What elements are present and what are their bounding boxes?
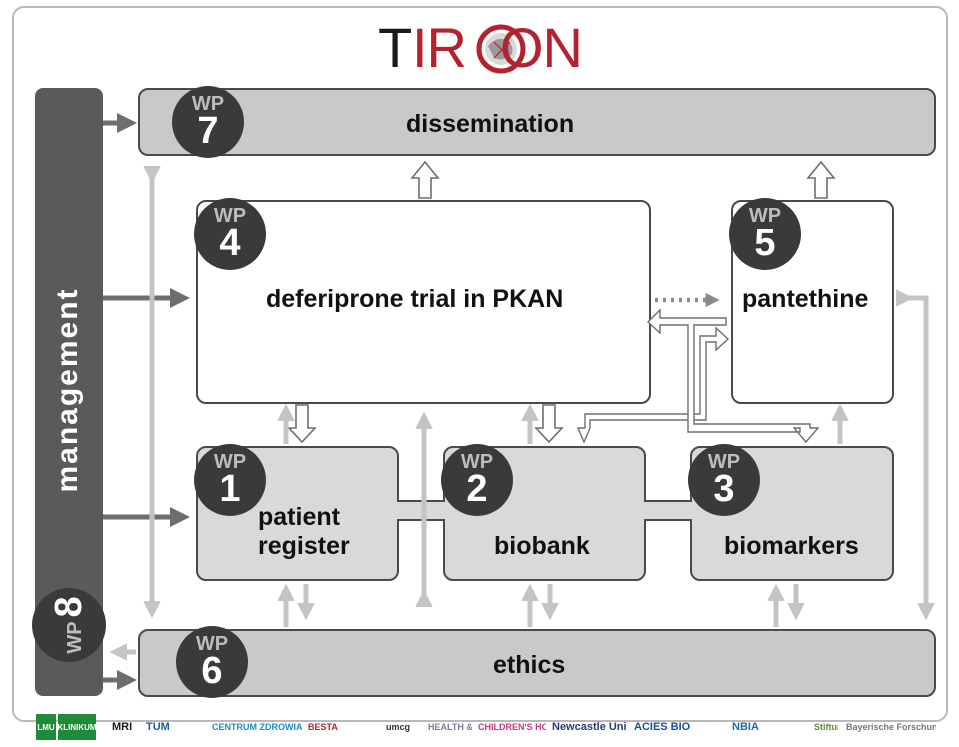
- register-label-line1: patient: [258, 503, 340, 531]
- ethics-label: ethics: [493, 651, 566, 679]
- wp5-word: WP: [748, 205, 782, 227]
- wp2-badge: WP 2: [441, 444, 513, 516]
- logo-letters-on: ON: [500, 16, 583, 79]
- logo-letters-ir: IR: [412, 16, 467, 79]
- globe-icon: [476, 24, 526, 74]
- partner-czd-logo: CENTRUM ZDROWIA DZIECKA: [212, 722, 302, 732]
- wp4-badge: WP 4: [194, 198, 266, 270]
- partner-klinikum-logo: KLINIKUM: [58, 714, 96, 740]
- biobank-label: biobank: [494, 532, 590, 560]
- wp2-number: 2: [466, 468, 488, 510]
- partner-tum-logo: TUM: [146, 721, 170, 733]
- wp8-badge: WP 8: [32, 588, 106, 662]
- wp5-badge: WP 5: [729, 198, 801, 270]
- wp1-badge: WP 1: [194, 444, 266, 516]
- wp7-word: WP: [191, 93, 225, 115]
- partner-besta-logo: BESTA: [308, 722, 338, 732]
- partner-lmu-logo: LMU: [36, 714, 56, 740]
- register-label-line2: register: [258, 532, 350, 560]
- wp2-word: WP: [460, 451, 494, 473]
- wp3-badge: WP 3: [688, 444, 760, 516]
- partner-bfa-logo: Bayerische Forschungsallianz: [846, 722, 936, 732]
- tircon-logo: T IR ON: [372, 18, 602, 78]
- partner-mri-logo: MRI: [112, 721, 133, 733]
- arrow-trial-to-register: [287, 404, 317, 444]
- partner-children-logo: CHILDREN'S HOSPITAL: [478, 722, 546, 732]
- dissemination-bar: [138, 88, 936, 156]
- biomarkers-label: biomarkers: [724, 532, 859, 560]
- connector-2-3: [644, 500, 692, 521]
- ethics-bar: [138, 629, 936, 697]
- dissemination-label: dissemination: [406, 110, 575, 138]
- partner-umcg-logo: umcg: [386, 722, 411, 732]
- wp6-number: 6: [201, 650, 223, 692]
- wp6-word: WP: [195, 633, 229, 655]
- wp3-number: 3: [713, 468, 735, 510]
- partner-ohsu-logo: HEALTH & SCIENCE: [428, 722, 472, 732]
- partner-leaf-logo: Stiftungsstr e.V.: [814, 722, 838, 732]
- wp3-word: WP: [707, 451, 741, 473]
- wp7-badge: WP 7: [172, 86, 244, 158]
- wp8-word: WP: [64, 621, 86, 654]
- wp1-number: 1: [219, 468, 241, 510]
- partner-nbia-logo: NBIA: [732, 721, 759, 733]
- partner-acies-logo: ACIES BIO: [634, 721, 691, 733]
- wp6-badge: WP 6: [176, 626, 248, 698]
- wp4-word: WP: [213, 205, 247, 227]
- partner-newcastle-logo: Newcastle University: [552, 721, 626, 733]
- trial-box: [196, 200, 651, 404]
- arrow-pantethine-ethics: [896, 289, 935, 621]
- pantethine-label: pantethine: [742, 285, 869, 313]
- arrow-pantethine-to-dissemination: [806, 160, 836, 199]
- arrow-biobank-to-pantethine: [576, 326, 730, 444]
- arrow-pantethine-to-biomarkers: [646, 308, 820, 444]
- wp5-number: 5: [754, 222, 776, 264]
- trial-label: deferiprone trial in PKAN: [266, 285, 564, 313]
- arrow-trial-to-dissemination: [410, 160, 440, 199]
- wp8-number: 8: [48, 596, 90, 618]
- arrow-trial-to-biobank: [534, 404, 564, 444]
- wp7-number: 7: [197, 110, 219, 152]
- wp1-word: WP: [213, 451, 247, 473]
- wp4-number: 4: [219, 222, 241, 264]
- logo-letter-t: T: [378, 16, 412, 79]
